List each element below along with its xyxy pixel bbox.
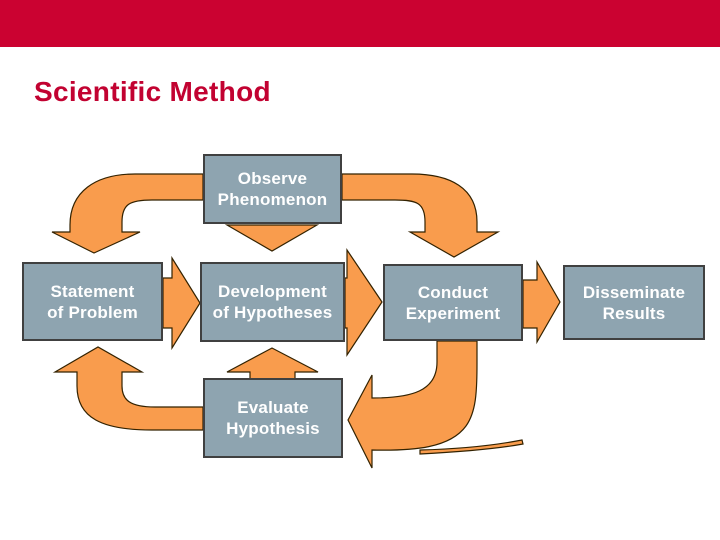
node-label-line: Hypothesis: [226, 419, 320, 438]
arrow-statement-to-development: [162, 255, 201, 351]
arrow-conduct-to-evaluate-band: [347, 340, 478, 469]
node-label-line: Statement: [50, 281, 135, 301]
node-label-line: Evaluate: [237, 398, 309, 417]
node-label-line: of Hypotheses: [212, 303, 333, 322]
node-statement-of-problem: Statement of Problem: [22, 262, 163, 341]
arrow-conduct-to-evaluate: [347, 340, 524, 469]
arrow-evaluate-to-development: [226, 347, 319, 381]
slide-title: Scientific Method: [34, 76, 271, 107]
node-label-line: Development: [218, 282, 327, 301]
node-label-line: Disseminate: [582, 282, 686, 302]
node-conduct-experiment: Conduct Experiment: [383, 264, 523, 341]
arrow-observe-to-conduct: [341, 173, 501, 258]
arrow-conduct-to-evaluate-crescent: [419, 439, 524, 455]
node-observe-phenomenon: Observe Phenomenon: [203, 154, 342, 224]
arrow-development-to-conduct: [344, 248, 383, 357]
node-disseminate-results: Disseminate Results: [563, 265, 705, 340]
node-label-line: Experiment: [405, 303, 501, 323]
node-label-line: Phenomenon: [217, 190, 328, 209]
arrow-evaluate-to-statement: [52, 346, 204, 431]
arrow-observe-to-development: [224, 224, 320, 252]
node-development-of-hypotheses: Development of Hypotheses: [200, 262, 345, 342]
node-label-line: Conduct: [417, 282, 489, 302]
arrow-conduct-to-disseminate: [522, 259, 561, 345]
top-banner: [0, 0, 720, 47]
node-evaluate-hypothesis: Evaluate Hypothesis: [203, 378, 343, 458]
node-label-line: of Problem: [47, 302, 138, 322]
arrow-observe-to-statement: [51, 173, 204, 254]
node-label-line: Observe: [237, 169, 308, 188]
node-label-line: Results: [602, 303, 666, 323]
